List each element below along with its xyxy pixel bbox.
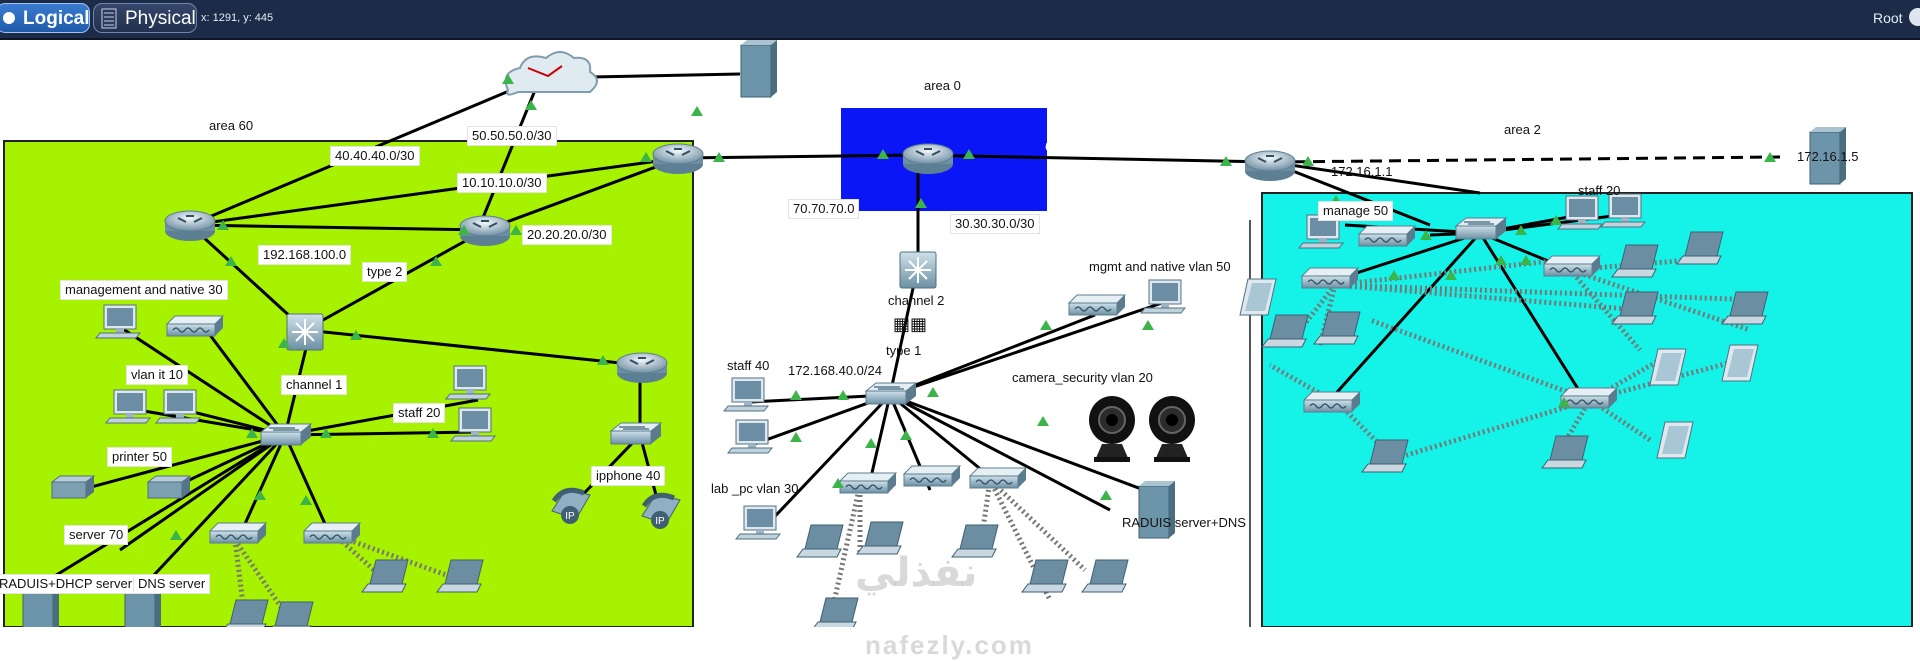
switch-area2-icon[interactable] [1455, 217, 1507, 240]
raduis-dns-label: RADUIS server+DNS [1122, 515, 1246, 530]
manage-50-label: manage 50 [1318, 201, 1394, 221]
printer-a-icon[interactable] [51, 475, 95, 499]
type2-label: type 2 [362, 262, 408, 282]
etherchannel-icon: ▦▦ [893, 314, 928, 334]
router-area0-icon[interactable] [902, 143, 954, 175]
printer-50-label: printer 50 [107, 447, 172, 467]
laptop-lab-d-icon[interactable] [1021, 559, 1069, 593]
laptop-lab-e-icon[interactable] [1081, 559, 1129, 593]
access-point-manage-icon[interactable] [1358, 225, 1416, 247]
area-2-label: area 2 [1504, 122, 1541, 137]
access-point-lab-c-icon[interactable] [969, 467, 1027, 489]
laptop-lab-a-icon[interactable] [796, 524, 844, 558]
watermark-latin: nafezly.com [865, 630, 1034, 660]
staff-20-right-label: staff 20 [1578, 183, 1621, 198]
access-point-area2-b-icon[interactable] [1543, 255, 1601, 277]
area-60-label: area 60 [209, 118, 254, 133]
switch-center-icon[interactable] [865, 382, 917, 405]
mgmt-native-50-label: mgmt and native vlan 50 [1089, 259, 1231, 274]
cursor-coordinates: x: 1291, y: 445 [201, 12, 274, 24]
multilayer-switch-area0-icon[interactable] [899, 251, 937, 289]
pc-staff40-b-icon[interactable] [727, 419, 773, 454]
area-60-region [3, 140, 694, 627]
logical-icon [3, 12, 15, 24]
topology-canvas[interactable]: IP [0, 40, 1920, 660]
raduis-dhcp-label: RADUIS+DHCP server [0, 574, 138, 594]
access-point-area2-a-icon[interactable] [1301, 267, 1359, 289]
access-point-b-icon[interactable] [303, 522, 361, 544]
access-point-area2-c-icon[interactable] [1303, 391, 1361, 413]
router-voice-icon[interactable] [616, 352, 668, 384]
network-label-10: 10.10.10.0/30 [457, 173, 547, 193]
network-label-70: 70.70.70.0 [788, 199, 860, 219]
logical-label: Logical [23, 8, 90, 29]
management-native-30-label: management and native 30 [60, 280, 228, 300]
area-0-label: area 0 [924, 78, 961, 93]
multilayer-switch-area60-icon[interactable] [286, 313, 324, 351]
router-area2-icon[interactable] [1244, 150, 1296, 182]
physical-label: Physical [125, 8, 196, 29]
watermark-arabic: نفذلي [855, 551, 978, 595]
access-point-area2-d-icon[interactable] [1560, 387, 1618, 409]
network-label-30: 30.30.30.0/30 [950, 214, 1040, 234]
switch-voice-icon[interactable] [610, 422, 662, 445]
network-label-60: 60.60.60.0 [1045, 139, 1107, 154]
camera-b-icon[interactable] [1148, 395, 1196, 463]
staff-20-left-label: staff 20 [393, 403, 446, 423]
top-toolbar: Logical Physical x: 1291, y: 445 Root [0, 0, 1920, 40]
network-label-50: 50.50.50.0/30 [467, 126, 557, 146]
physical-view-button[interactable]: Physical [93, 3, 197, 33]
camera-a-icon[interactable] [1088, 395, 1136, 463]
channel1-label: channel 1 [281, 375, 348, 395]
access-point-mgmt-icon[interactable] [1068, 294, 1126, 316]
network-label-40: 40.40.40.0/30 [330, 146, 420, 166]
root-label[interactable]: Root [1873, 10, 1903, 26]
switch-area60-icon[interactable] [260, 423, 312, 446]
laptop-lab-f-icon[interactable] [811, 597, 859, 627]
channel2-label: channel 2 [888, 293, 945, 308]
router-area60-abr-icon[interactable] [652, 143, 704, 175]
staff-40-label: staff 40 [727, 358, 770, 373]
network-label-192: 192.168.100.0 [258, 245, 352, 265]
access-point-lab-a-icon[interactable] [839, 472, 897, 494]
ipphone-40-label: ipphone 40 [591, 466, 666, 486]
camera-security-20-label: camera_security vlan 20 [1012, 370, 1153, 385]
ip-172-16-1-5-label: 172.16.1.5 [1797, 149, 1859, 164]
lab-pc-30-label: lab _pc vlan 30 [711, 481, 799, 496]
network-label-20: 20.20.20.0/30 [522, 225, 612, 245]
ip-172-16-1-1-label: 172.16.1.1 [1331, 164, 1393, 179]
access-point-a-icon[interactable] [209, 522, 267, 544]
pc-mgmt-native-icon[interactable] [1140, 279, 1186, 314]
physical-icon [101, 8, 117, 29]
pc-lab-icon[interactable] [735, 505, 781, 540]
cloud-icon[interactable] [504, 51, 598, 96]
vlan-it-10-label: vlan it 10 [126, 365, 189, 385]
printer-b-icon[interactable] [147, 475, 191, 499]
access-point-area60-icon[interactable] [166, 315, 224, 337]
logical-view-button[interactable]: Logical [0, 3, 90, 33]
type1-label: type 1 [886, 343, 922, 358]
dns-server-label: DNS server [133, 574, 211, 594]
pc-staff40-icon[interactable] [723, 377, 769, 412]
internet-server-icon[interactable] [740, 40, 778, 98]
root-navigation-icon[interactable] [1909, 8, 1920, 26]
router-area60-left-icon[interactable] [164, 210, 216, 242]
network-172-40-label: 172.168.40.0/24 [788, 363, 882, 378]
server-70-label: server 70 [64, 525, 129, 545]
port-indicators [170, 74, 1776, 540]
access-point-lab-b-icon[interactable] [903, 465, 961, 487]
